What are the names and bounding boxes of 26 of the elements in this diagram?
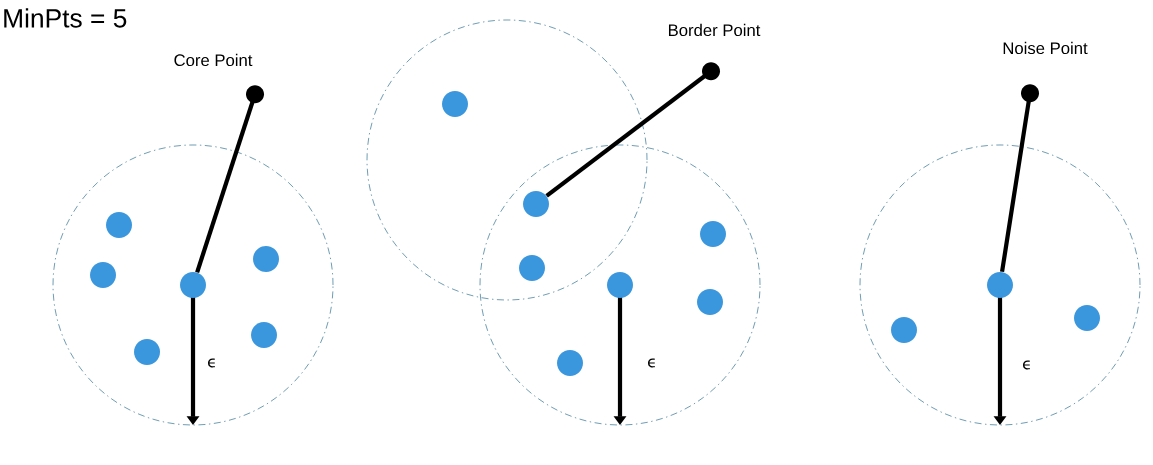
point-label: Border Point <box>669 23 761 37</box>
leader-line <box>999 84 1039 273</box>
data-point <box>442 91 468 117</box>
point-label: Core Point <box>174 53 253 67</box>
data-point <box>697 289 723 315</box>
data-point <box>134 339 160 365</box>
data-point <box>180 272 206 298</box>
data-point <box>607 272 633 298</box>
data-point <box>523 191 549 217</box>
data-point <box>519 255 545 281</box>
data-point <box>90 262 116 288</box>
data-point <box>251 322 277 348</box>
epsilon-label: ϵ <box>1023 360 1030 370</box>
epsilon-label: ϵ <box>648 358 655 368</box>
data-point <box>106 212 132 238</box>
leader-line <box>545 62 720 198</box>
data-point <box>987 272 1013 298</box>
epsilon-label: ϵ <box>208 358 215 368</box>
leader-line <box>195 85 264 273</box>
data-point <box>557 350 583 376</box>
data-point <box>253 246 279 272</box>
data-point <box>1074 305 1100 331</box>
point-label: Noise Point <box>1003 41 1088 55</box>
parameter-label: MinPts = 5 <box>4 8 127 28</box>
data-point <box>700 221 726 247</box>
data-point <box>891 317 917 343</box>
